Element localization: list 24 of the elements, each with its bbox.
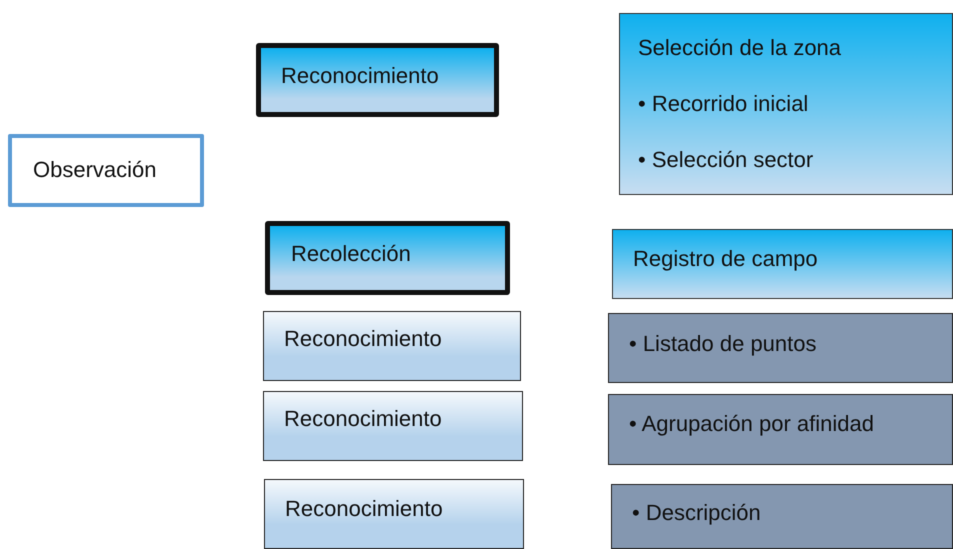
box-heading: Selección de la zona (638, 34, 842, 62)
box-label: • Listado de puntos (629, 330, 818, 358)
box-label: • Descripción (632, 500, 762, 527)
activity-box (612, 229, 953, 299)
box-label: • Agrupación por afinidad (629, 411, 875, 438)
box-label: Reconocimiento (281, 62, 440, 90)
box-label: Recolección (291, 240, 412, 268)
box-label: Reconocimiento (285, 496, 444, 522)
task-box (611, 484, 953, 549)
substep-box (264, 479, 524, 549)
box-label: • Recorrido inicial (638, 90, 810, 118)
substep-box (263, 311, 521, 381)
substep-box (263, 391, 523, 461)
process-box (8, 134, 204, 207)
task-box (608, 394, 953, 465)
step-box (265, 221, 510, 295)
box-label: Registro de campo (633, 246, 819, 272)
activity-box (619, 13, 953, 195)
box-label: • Selección sector (638, 146, 814, 174)
box-label: Observación (33, 157, 158, 184)
box-label: Reconocimiento (284, 326, 443, 352)
task-box (608, 313, 953, 383)
box-label: Reconocimiento (284, 406, 443, 432)
step-box (256, 43, 499, 117)
